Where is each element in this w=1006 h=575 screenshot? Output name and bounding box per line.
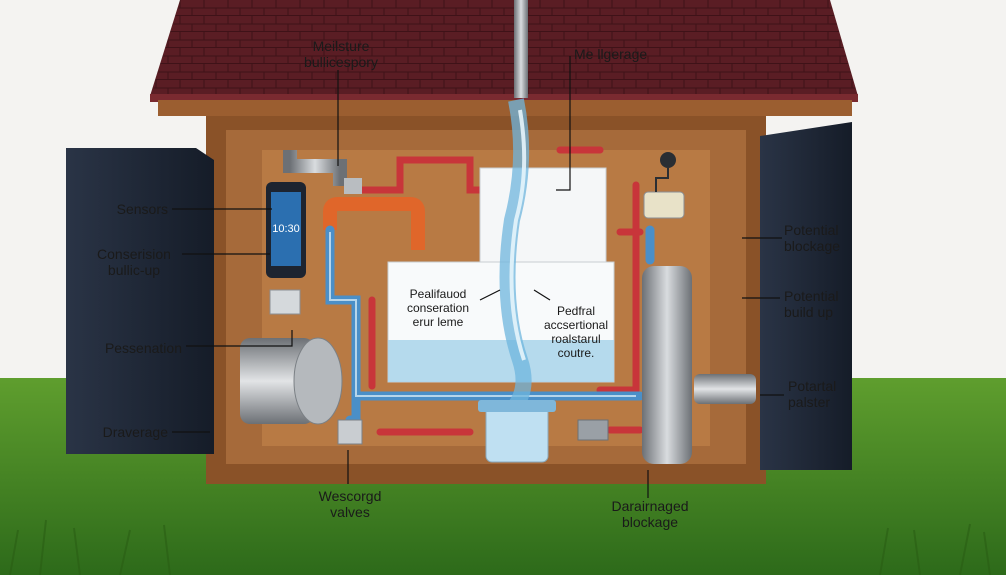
label-pessenation: Pessenation — [104, 340, 182, 356]
water-stream — [499, 98, 532, 416]
right-gauge — [643, 191, 685, 219]
right-panel — [760, 122, 852, 470]
label-draverage: Draverage — [102, 424, 168, 440]
roof — [150, 0, 858, 96]
orange-pipe — [323, 197, 425, 250]
hot-water-pipes — [356, 146, 644, 436]
small-sensor-box — [269, 289, 301, 315]
tank-left-text: Pealifauod conseration erur leme — [406, 287, 470, 329]
right-cylinder — [642, 266, 692, 464]
leader-lines — [172, 56, 784, 498]
left-panel — [66, 148, 214, 454]
label-potential-blockage: Potential blockage — [784, 222, 841, 254]
valve-left — [337, 419, 363, 445]
filter-canister — [485, 405, 549, 463]
sensor-time: 10:30 — [272, 223, 300, 235]
tank-right-text: Pedfral accsertional roalstarul coutre. — [543, 304, 609, 360]
label-potartal-palster: Potartal palster — [788, 378, 837, 410]
label-potential-buildup: Potential build up — [784, 288, 839, 320]
label-me-lltgerage: Me llgerage — [574, 46, 648, 62]
label-moisture-buildup: Meilsture bullicespory — [304, 38, 378, 70]
pump-cylinder — [240, 338, 314, 424]
label-darainaged-blockage: Darairnaged blockage — [611, 498, 689, 530]
valve-right — [577, 419, 609, 441]
fitting-elbow — [283, 150, 347, 186]
label-condensation-buildup: Conserision bullic-up — [97, 246, 171, 278]
label-sensors: Sensors — [116, 201, 168, 217]
label-wescorgd-valves: Wescorgd valves — [318, 488, 382, 520]
vent-pipe — [514, 0, 528, 98]
